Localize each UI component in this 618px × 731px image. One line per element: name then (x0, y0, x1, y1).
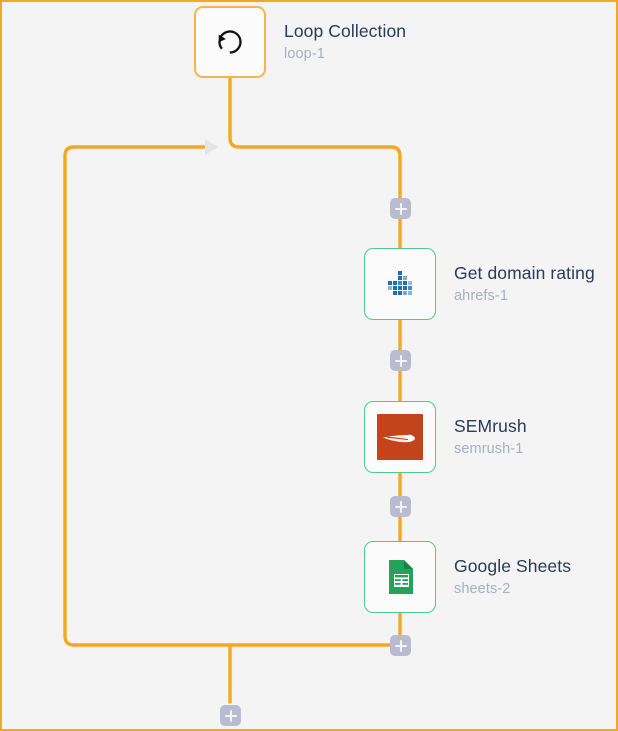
node-ahrefs[interactable]: Get domain rating ahrefs-1 (364, 248, 595, 320)
node-google-sheets[interactable]: Google Sheets sheets-2 (364, 541, 571, 613)
node-semrush[interactable]: SEMrush semrush-1 (364, 401, 527, 473)
loop-refresh-icon (207, 19, 253, 65)
add-node-button-after-loop-exit[interactable] (220, 705, 241, 726)
semrush-icon (377, 414, 423, 460)
node-semrush-labels: SEMrush semrush-1 (454, 416, 527, 458)
ahrefs-icon (377, 261, 423, 307)
node-loop-collection-box[interactable] (194, 6, 266, 78)
node-title: SEMrush (454, 416, 527, 437)
node-google-sheets-labels: Google Sheets sheets-2 (454, 556, 571, 598)
node-ahrefs-box[interactable] (364, 248, 436, 320)
node-title: Get domain rating (454, 263, 595, 284)
node-loop-collection-labels: Loop Collection loop-1 (284, 21, 406, 63)
node-title: Loop Collection (284, 21, 407, 42)
node-loop-collection[interactable]: Loop Collection loop-1 (194, 6, 406, 78)
node-subtitle: loop-1 (284, 45, 325, 62)
node-google-sheets-box[interactable] (364, 541, 436, 613)
add-node-button-after-semrush[interactable] (390, 496, 411, 517)
node-subtitle: sheets-2 (454, 580, 511, 597)
node-semrush-box[interactable] (364, 401, 436, 473)
add-node-button-after-loop[interactable] (390, 198, 411, 219)
add-node-button-after-sheets[interactable] (390, 635, 411, 656)
node-subtitle: semrush-1 (454, 440, 524, 457)
node-subtitle: ahrefs-1 (454, 287, 508, 304)
google-sheets-icon (377, 554, 423, 600)
add-node-button-after-ahrefs[interactable] (390, 350, 411, 371)
node-title: Google Sheets (454, 556, 572, 577)
loop-direction-arrow (205, 139, 218, 155)
node-ahrefs-labels: Get domain rating ahrefs-1 (454, 263, 595, 305)
